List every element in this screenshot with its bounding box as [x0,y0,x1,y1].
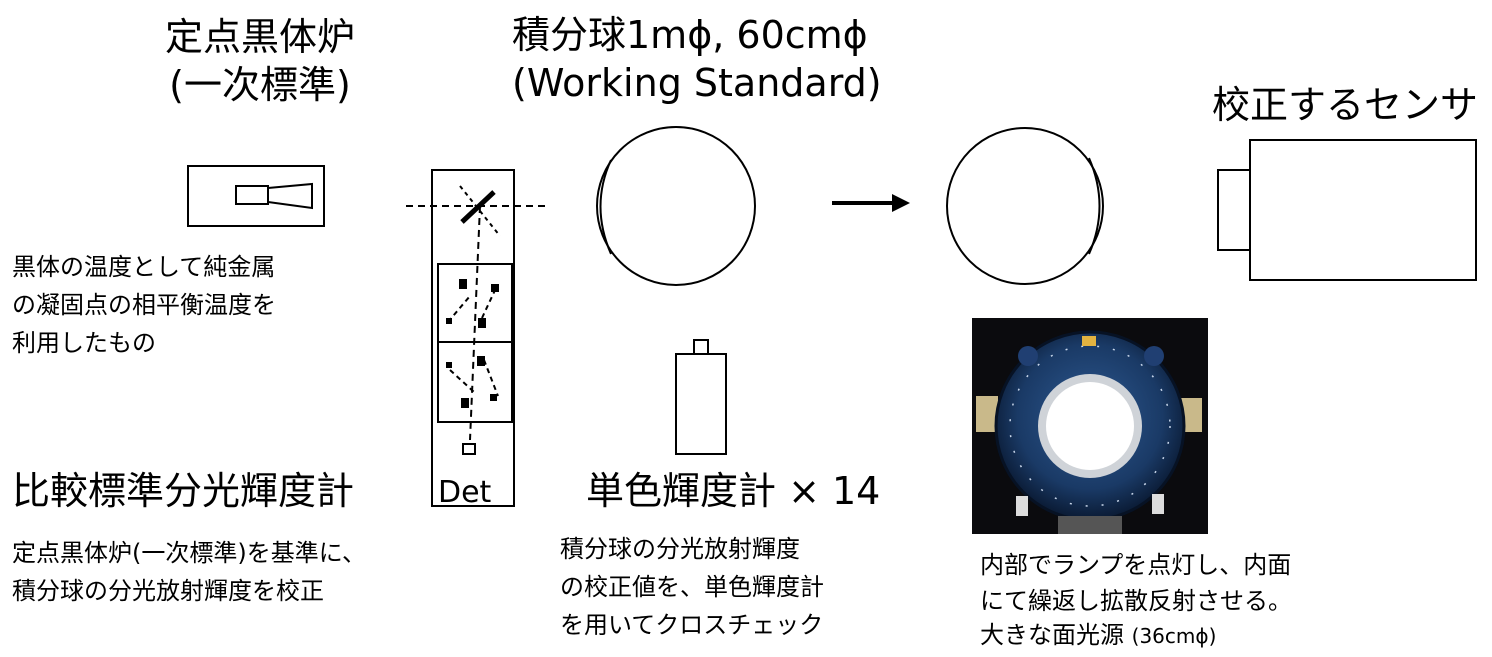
comparator-description-line: 積分球の分光放射輝度を校正 [12,577,324,605]
radiometer-description-line: を用いてクロスチェック [560,611,824,639]
detector-label: Det [438,475,492,510]
comparator-instrument [431,169,515,507]
source-description-last: 大きな面光源 (36cmϕ) [980,621,1217,650]
radiometer-description-line: の校正値を、単色輝度計 [560,573,824,601]
radiometer-icon [675,339,727,455]
comparator-description-line: 定点黒体炉(一次標準)を基準に、 [12,539,367,567]
radiometer-description-line: 積分球の分光放射輝度 [560,535,800,563]
photo-illustration [972,318,1208,534]
monochromator-icon [447,287,499,397]
mirror-icon [460,190,496,224]
blackbody-subtitle: (一次標準) [169,63,351,107]
blackbody-furnace [187,165,325,227]
integrating-sphere-source [946,127,1104,285]
blackbody-description-line: 黒体の温度として純金属 [12,253,276,281]
sensor-title: 校正するセンサ [1212,83,1479,127]
source-description-line: 内部でランプを点灯し、内面 [980,551,1292,579]
source-description-line: にて繰返し拡散反射させる。 [980,587,1292,615]
integrating-sphere-photo [972,318,1208,534]
sphere-title: 積分球1mϕ, 60cmϕ [512,13,868,57]
radiometer-title: 単色輝度計 × 14 [586,469,881,513]
sphere-subtitle: (Working Standard) [512,61,882,105]
transfer-arrow-icon [892,194,910,212]
blackbody-description-line: 利用したもの [12,329,156,357]
blackbody-description-line: の凝固点の相平衡温度を [12,291,276,319]
comparator-title: 比較標準分光輝度計 [12,469,355,513]
source-description-last-text: 大きな面光源 [980,621,1124,649]
sensor-camera-icon [1217,139,1477,281]
blackbody-title: 定点黒体炉 [164,15,355,59]
integrating-sphere [596,126,756,286]
monochromator-elements [446,279,499,408]
source-size-label: (36cmϕ) [1131,624,1217,648]
